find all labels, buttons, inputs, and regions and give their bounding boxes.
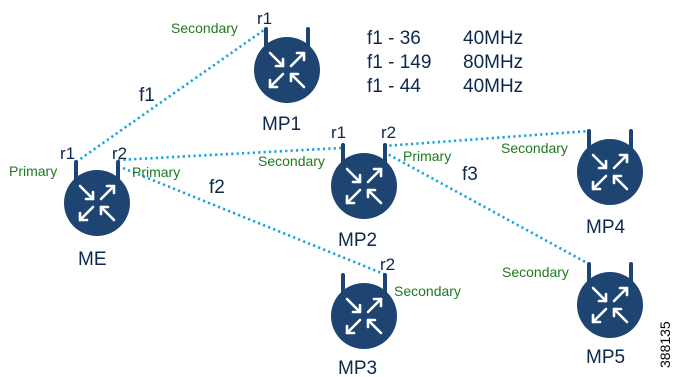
link-me-mp3 bbox=[117, 164, 385, 276]
router-icon-me bbox=[62, 160, 132, 238]
node-name-mp5: MP5 bbox=[586, 347, 625, 368]
node-name-mp3: MP3 bbox=[338, 358, 377, 377]
radio-label-mp3-r2: r2 bbox=[380, 255, 395, 274]
node-name-mp2: MP2 bbox=[338, 230, 377, 251]
router-icon-mp4 bbox=[575, 129, 645, 207]
link-label-f2: f2 bbox=[209, 177, 225, 198]
router-icon-mp3 bbox=[329, 273, 399, 351]
radio-label-mp2-r2: r2 bbox=[381, 123, 396, 142]
role-label-mp4: Secondary bbox=[501, 140, 568, 156]
freq-row-2-frequency: f1 - 149 bbox=[367, 52, 431, 73]
link-label-f1: f1 bbox=[139, 85, 155, 106]
link-mp2-mp4 bbox=[383, 129, 590, 148]
radio-label-mp2-r1: r1 bbox=[331, 123, 346, 142]
router-icon-mp2 bbox=[329, 143, 399, 221]
role-label-mp1: Secondary bbox=[171, 20, 238, 36]
node-name-mp4: MP4 bbox=[586, 217, 626, 238]
node-name-me: ME bbox=[78, 249, 107, 270]
link-label-f3: f3 bbox=[462, 164, 478, 185]
router-icon-mp1 bbox=[252, 27, 322, 105]
role-label-mp3: Secondary bbox=[394, 283, 461, 299]
freq-row-3-frequency: f1 - 44 bbox=[367, 76, 421, 97]
figure-id: 388135 bbox=[657, 321, 673, 368]
link-mp2-mp5 bbox=[383, 150, 590, 266]
freq-row-1-frequency: f1 - 36 bbox=[367, 28, 421, 49]
router-icon-mp5 bbox=[575, 262, 645, 340]
freq-row-1-bandwidth: 40MHz bbox=[463, 28, 523, 49]
frequency-table: f1 - 36 40MHz f1 - 149 80MHz f1 - 44 40M… bbox=[367, 28, 523, 97]
radio-label-me-r2: r2 bbox=[112, 144, 127, 163]
radio-label-mp1-r1: r1 bbox=[257, 9, 272, 28]
role-label-mp2-secondary: Secondary bbox=[258, 153, 325, 169]
role-label-mp2-primary: Primary bbox=[403, 148, 451, 164]
role-label-me-r1: Primary bbox=[9, 163, 57, 179]
node-name-mp1: MP1 bbox=[262, 114, 301, 135]
link-me-mp1 bbox=[75, 28, 265, 164]
freq-row-2-bandwidth: 80MHz bbox=[463, 52, 523, 73]
radio-label-me-r1: r1 bbox=[60, 144, 75, 163]
role-label-me-r2: Primary bbox=[132, 164, 180, 180]
role-label-mp5: Secondary bbox=[502, 264, 569, 280]
freq-row-3-bandwidth: 40MHz bbox=[463, 76, 523, 97]
